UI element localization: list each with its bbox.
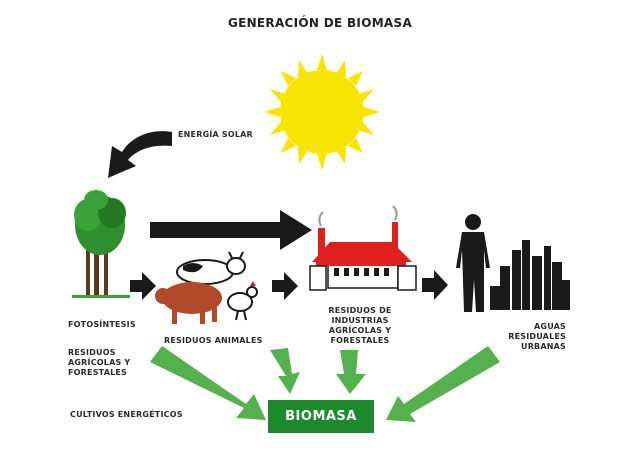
sun-icon xyxy=(264,54,380,170)
label-line: FORESTALES xyxy=(68,368,128,377)
label-line: INDUSTRIAS xyxy=(331,316,389,325)
biomasa-box: BIOMASA xyxy=(268,400,374,433)
label-line: RESIDUOS DE xyxy=(328,306,392,315)
label-aguas-residuales: AGUAS RESIDUALES URBANAS xyxy=(496,322,566,352)
solar-arrow xyxy=(108,131,172,178)
animals-icon xyxy=(155,251,258,324)
label-residuos-industrias: RESIDUOS DE INDUSTRIAS AGRÍCOLAS Y FORES… xyxy=(322,306,398,346)
green-arrows xyxy=(150,346,500,422)
label-line: AGUAS xyxy=(534,322,566,331)
factory-icon xyxy=(309,205,417,291)
city-icon xyxy=(456,214,570,312)
arrow-animals-to-industry xyxy=(272,272,298,300)
label-line: RESIDUALES xyxy=(508,332,566,341)
green-arrow-right xyxy=(386,346,500,422)
page-title: GENERACIÓN DE BIOMASA xyxy=(227,16,413,30)
arrow-tree-to-industry xyxy=(150,210,312,250)
label-residuos-animales: RESIDUOS ANIMALES xyxy=(164,336,263,345)
label-residuos-agricolas: RESIDUOS AGRÍCOLAS Y FORESTALES xyxy=(68,348,130,378)
green-arrow-left xyxy=(150,346,266,420)
arrow-industry-to-city xyxy=(422,270,448,300)
tree-icon xyxy=(72,190,130,298)
label-line: AGRÍCOLAS Y xyxy=(328,326,392,335)
label-line: AGRÍCOLAS Y xyxy=(68,358,131,367)
label-fotosintesis: FOTOSÍNTESIS xyxy=(68,320,136,329)
arrow-tree-to-animals xyxy=(130,272,156,300)
label-energia-solar: ENERGÍA SOLAR xyxy=(178,130,253,139)
green-arrow-center-right xyxy=(336,350,366,394)
label-line: FORESTALES xyxy=(330,336,390,345)
green-arrow-center-left xyxy=(270,348,300,394)
label-cultivos-energeticos: CULTIVOS ENERGÉTICOS xyxy=(70,410,183,419)
label-line: URBANAS xyxy=(521,342,566,351)
label-line: RESIDUOS xyxy=(68,348,116,357)
